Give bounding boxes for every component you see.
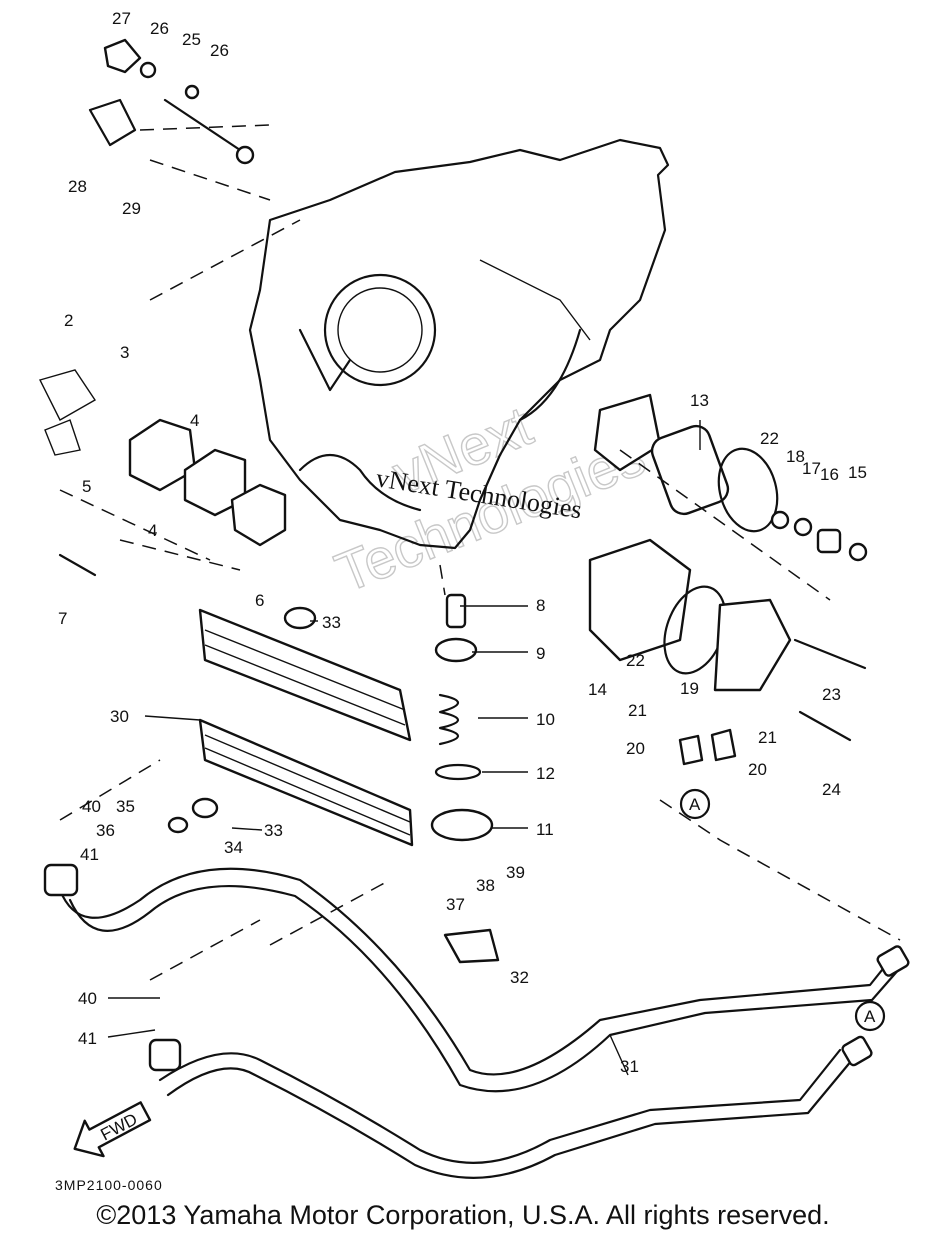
callout-25: 25 [182, 30, 201, 49]
fwd-arrow: FWD [73, 1101, 152, 1158]
callout-8: 8 [536, 596, 545, 615]
marker-a-circle-2 [854, 1000, 886, 1032]
callout-6: 6 [255, 591, 264, 610]
callout-22-b: 22 [626, 651, 645, 670]
copyright-notice: ©2013 Yamaha Motor Corporation, U.S.A. A… [96, 1200, 830, 1230]
callout-16: 16 [820, 465, 839, 484]
relief-valve [430, 593, 494, 842]
callout-13: 13 [690, 391, 709, 410]
callout-39: 39 [506, 863, 525, 882]
callout-labels: 27 26 25 26 28 29 2 3 4 5 4 6 7 33 8 9 1… [58, 9, 867, 1076]
callout-28: 28 [68, 177, 87, 196]
engine-case [248, 138, 670, 550]
callout-36: 36 [96, 821, 115, 840]
callout-33-b: 33 [264, 821, 283, 840]
leader-lines [107, 420, 701, 1076]
oil-strainer [88, 38, 255, 165]
callout-5: 5 [82, 477, 91, 496]
callout-12: 12 [536, 764, 555, 783]
callout-7: 7 [58, 609, 67, 628]
marker-a-label-2: A [864, 1007, 876, 1026]
callout-4-a: 4 [190, 411, 199, 430]
callout-19: 19 [680, 679, 699, 698]
callout-26-b: 26 [210, 41, 229, 60]
callout-22-a: 22 [760, 429, 779, 448]
callout-26-a: 26 [150, 19, 169, 38]
callout-15: 15 [848, 463, 867, 482]
callout-38: 38 [476, 876, 495, 895]
callout-3: 3 [120, 343, 129, 362]
parts-diagram: vNext Technologies [38, 9, 910, 1193]
marker-a-label-1: A [689, 795, 701, 814]
callout-17: 17 [802, 459, 821, 478]
callout-27: 27 [112, 9, 131, 28]
callout-35: 35 [116, 797, 135, 816]
callout-33-a: 33 [322, 613, 341, 632]
callout-18: 18 [786, 447, 805, 466]
callout-37: 37 [446, 895, 465, 914]
callout-41-a: 41 [80, 845, 99, 864]
diagram-code: 3MP2100-0060 [55, 1177, 163, 1193]
callout-32: 32 [510, 968, 529, 987]
callout-11: 11 [536, 820, 554, 839]
callout-24: 24 [822, 780, 841, 799]
callout-21-a: 21 [628, 701, 647, 720]
callout-40-b: 40 [78, 989, 97, 1008]
callout-29: 29 [122, 199, 141, 218]
callout-10: 10 [536, 710, 555, 729]
marker-a-circle-1 [679, 788, 711, 820]
oil-filter-parts [588, 393, 868, 766]
callout-4-b: 4 [148, 521, 157, 540]
callout-30: 30 [110, 707, 129, 726]
callout-34: 34 [224, 838, 243, 857]
callout-2: 2 [64, 311, 73, 330]
guide-lines [59, 124, 901, 981]
callout-14: 14 [588, 680, 607, 699]
reference-markers: A A [679, 788, 886, 1032]
oil-cooler [167, 606, 414, 847]
callout-20-b: 20 [748, 760, 767, 779]
callout-9: 9 [536, 644, 545, 663]
callout-41-b: 41 [78, 1029, 97, 1048]
callout-23: 23 [822, 685, 841, 704]
oil-pump [38, 369, 287, 577]
callout-21-b: 21 [758, 728, 777, 747]
callout-40-a: 40 [82, 797, 101, 816]
oil-hoses [43, 863, 910, 1179]
callout-20-a: 20 [626, 739, 645, 758]
callout-31: 31 [620, 1057, 639, 1076]
